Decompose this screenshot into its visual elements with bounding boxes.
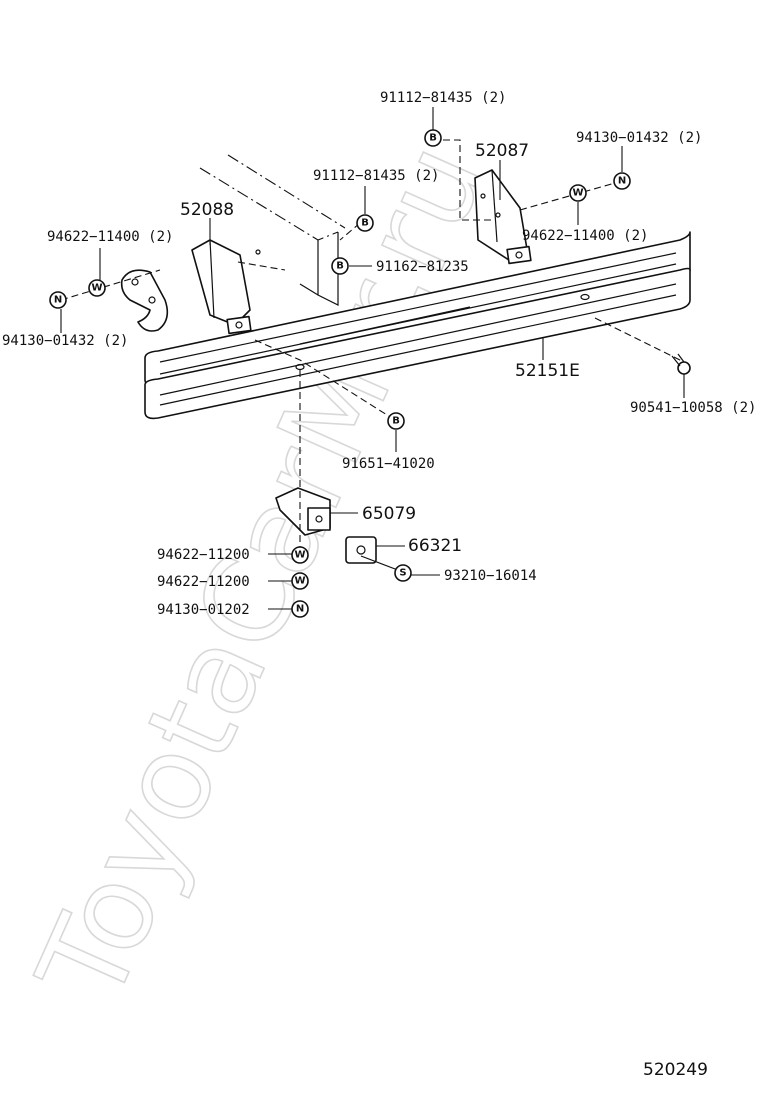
svg-text:S: S (399, 568, 406, 579)
bolt-symbol-top-right: B (424, 129, 442, 147)
label-washer-left: 94622−11400 (2) (47, 229, 173, 245)
label-washer-lower-1: 94622−11200 (157, 547, 250, 563)
svg-text:W: W (572, 188, 583, 199)
label-bracket-lh: 52088 (180, 200, 234, 220)
label-bracket-rh: 52087 (475, 141, 529, 161)
bumper-bar (144, 231, 691, 420)
bracket-lh (191, 239, 261, 335)
bolt-symbol-center: B (387, 412, 405, 430)
hook-bracket (120, 269, 169, 332)
label-stay: 65079 (362, 504, 416, 524)
svg-text:W: W (294, 550, 305, 561)
svg-text:N: N (296, 604, 304, 615)
svg-text:B: B (392, 416, 400, 427)
bolt-symbol-frame: B (331, 257, 349, 275)
washer-symbol-left: W (88, 279, 106, 297)
bolt-symbol-mid: B (356, 214, 374, 232)
label-bolt-top-right: 91112−81435 (2) (380, 90, 506, 106)
label-screw: 93210−16014 (444, 568, 537, 584)
label-bolt-frame: 91162−81235 (376, 259, 469, 275)
washer-symbol-right: W (569, 184, 587, 202)
label-pad: 66321 (408, 536, 462, 556)
svg-text:W: W (294, 576, 305, 587)
label-washer-right: 94622−11400 (2) (522, 228, 648, 244)
svg-text:N: N (54, 295, 62, 306)
svg-text:B: B (336, 261, 344, 272)
label-bumper-bar: 52151E (515, 361, 580, 381)
label-washer-lower-2: 94622−11200 (157, 574, 250, 590)
pad (345, 536, 377, 564)
label-nut-lower: 94130−01202 (157, 602, 250, 618)
leader-lines (60, 107, 685, 610)
label-bolt-mid: 91112−81435 (2) (313, 168, 439, 184)
label-bolt-center: 91651−41020 (342, 456, 435, 472)
label-nut-left: 94130−01432 (2) (2, 333, 128, 349)
bracket-rh (474, 169, 532, 265)
assembly-lines (60, 139, 685, 555)
screw-symbol: S (394, 564, 412, 582)
svg-text:B: B (361, 218, 369, 229)
diagram-code: 520249 (643, 1060, 708, 1080)
svg-text:W: W (91, 283, 102, 294)
label-nut-top-right: 94130−01432 (2) (576, 130, 702, 146)
nut-symbol-top-right: N (613, 172, 631, 190)
stay (275, 487, 331, 536)
svg-text:N: N (618, 176, 626, 187)
nut-symbol-lower: N (291, 600, 309, 618)
washer-symbol-lower-2: W (291, 572, 309, 590)
label-bolt-end: 90541−10058 (2) (630, 400, 756, 416)
nut-symbol-left: N (49, 291, 67, 309)
washer-symbol-lower-1: W (291, 546, 309, 564)
svg-text:B: B (429, 133, 437, 144)
